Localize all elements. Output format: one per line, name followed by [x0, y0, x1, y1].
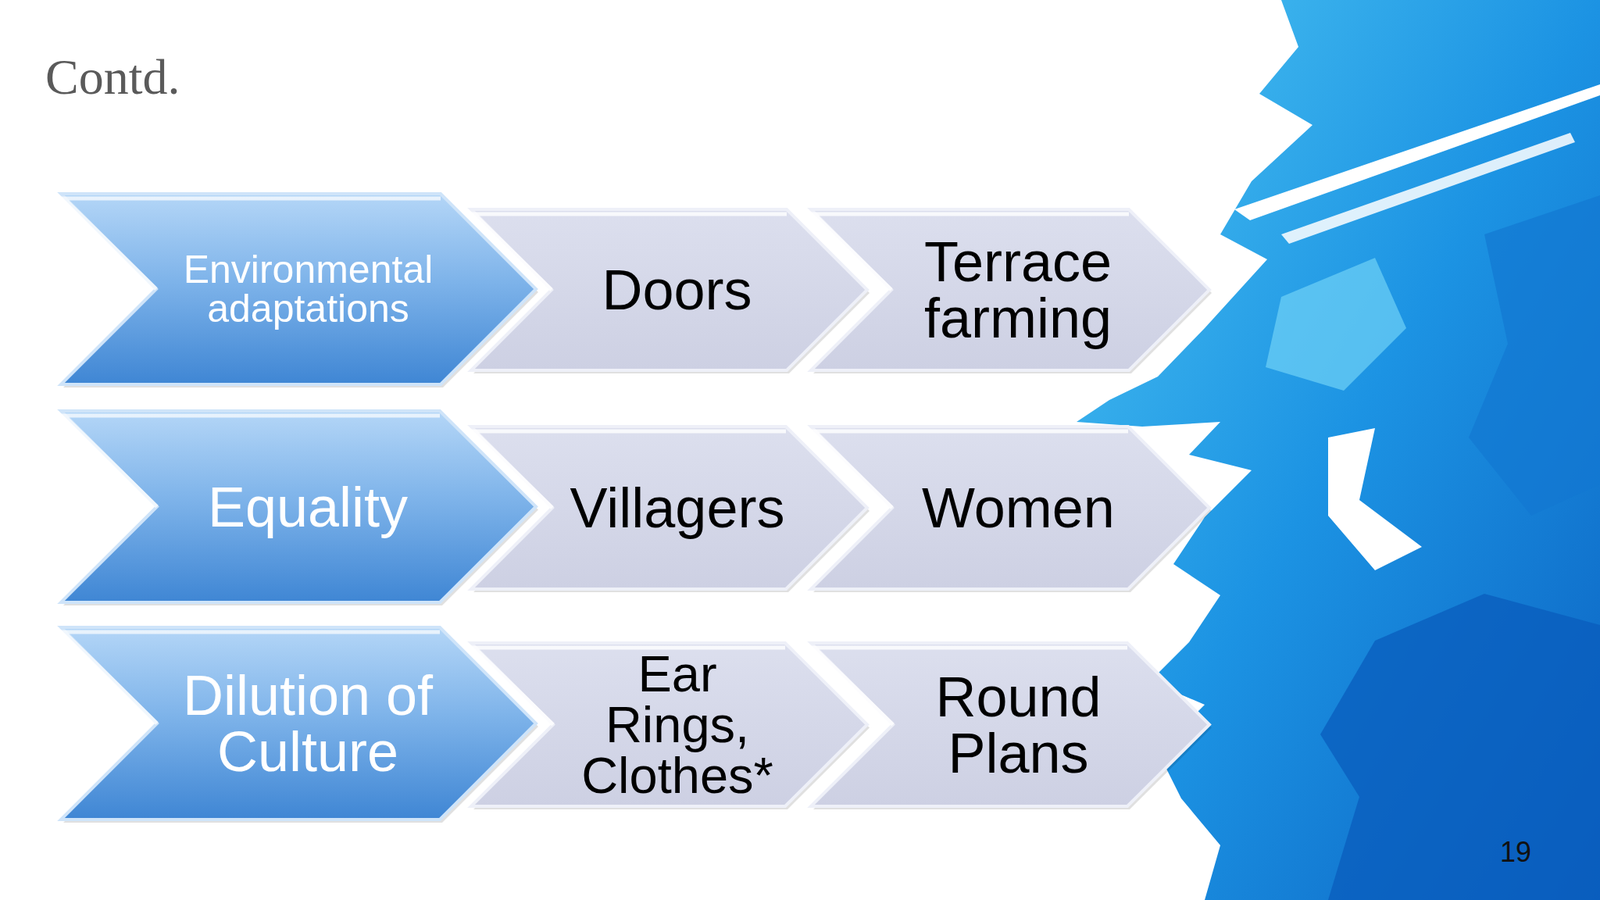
chevron-content: Terrace farming [810, 209, 1210, 371]
item-label: Round Plans [893, 668, 1144, 782]
primary-chevron: Dilution of Culture [60, 627, 536, 820]
category-label: Equality [207, 478, 408, 536]
chevron-fill [471, 642, 868, 807]
splash-gap [1328, 428, 1422, 571]
secondary-chevron: Women [810, 426, 1210, 590]
chevron-content: Dilution of Culture [60, 627, 536, 820]
primary-chevron: Environmental adaptations [60, 193, 536, 385]
item-label: Villagers [570, 479, 786, 536]
splash-dark [1468, 195, 1600, 516]
chevron-content: Round Plans [810, 642, 1210, 807]
item-label: Women [921, 479, 1115, 536]
item-label: Terrace farming [892, 233, 1143, 347]
chevron-content: Women [810, 426, 1210, 590]
category-label: Environmental adaptations [152, 250, 465, 329]
slide-title: Contd. [45, 48, 180, 107]
chevron-fill [60, 627, 536, 820]
secondary-chevron: Round Plans [810, 642, 1210, 807]
chevron-fill [471, 426, 868, 590]
category-label: Dilution of Culture [151, 667, 465, 780]
primary-chevron: Equality [60, 410, 536, 603]
chevron-fill [810, 426, 1210, 590]
chevron-fill [60, 193, 536, 385]
splash-light [1265, 257, 1407, 391]
chevron-fill [60, 410, 536, 603]
chevron-fill [810, 642, 1210, 807]
secondary-chevron: Terrace farming [810, 209, 1210, 371]
splash-dark [1320, 593, 1600, 900]
splash-streak [1281, 132, 1575, 244]
chevron-content: Environmental adaptations [60, 193, 536, 385]
item-label: Ear Rings, Clothes* [567, 648, 787, 801]
chevron-content: Equality [60, 410, 536, 603]
chevron-fill [810, 209, 1210, 371]
item-label: Doors [601, 261, 752, 318]
page-number: 19 [1500, 835, 1532, 869]
chevron-fill [471, 209, 868, 371]
